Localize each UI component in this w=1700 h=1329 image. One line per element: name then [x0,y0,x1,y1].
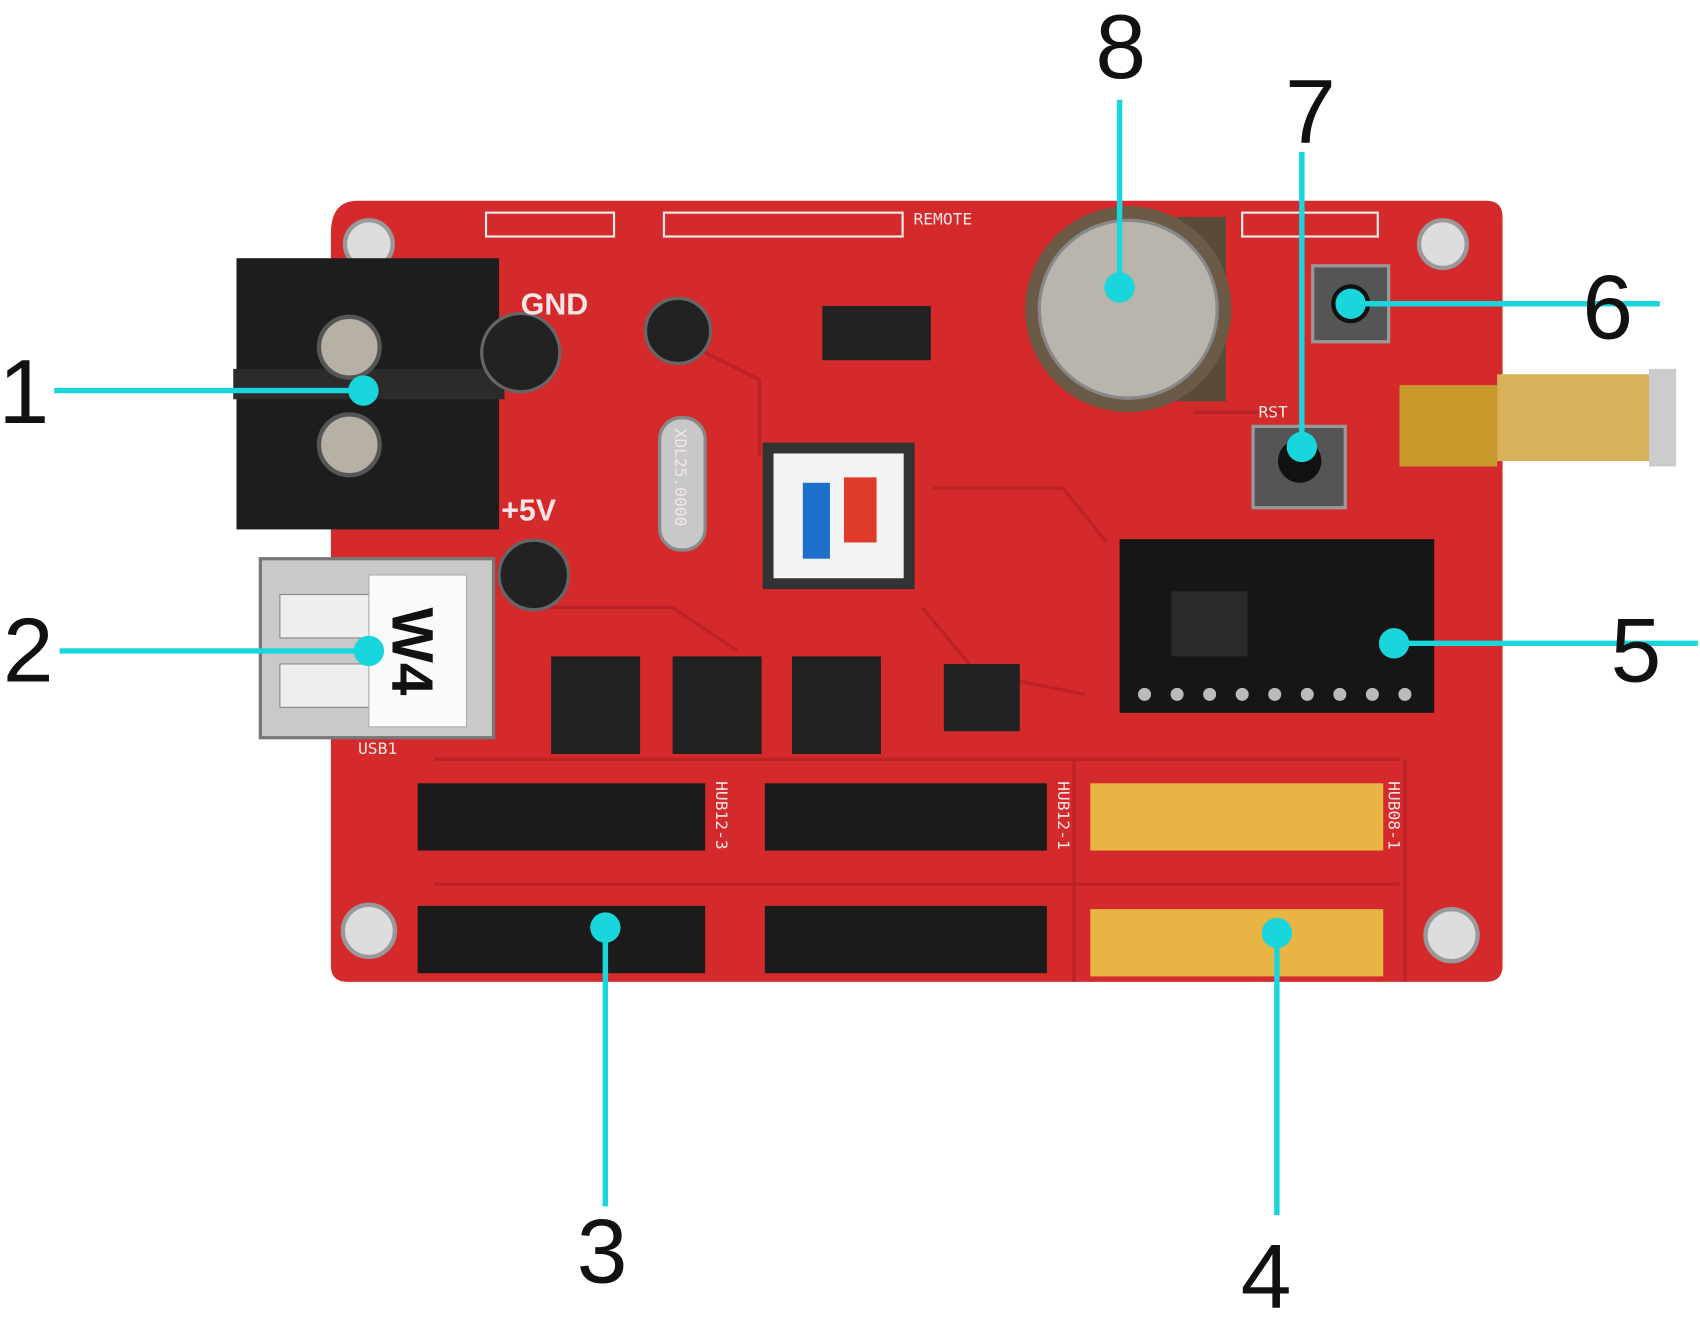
hub08-1-label: HUB08-1 [1385,781,1404,850]
usb-sticker-label: W4 [380,608,445,696]
plus5v-label: +5V [501,495,557,528]
coin-battery-holder [1025,206,1232,413]
controller-board: W4 USB1 +5V GND REMOTE RST XDL25.0000 [233,200,1677,982]
hub12-3-label: HUB12-3 [712,781,731,850]
rst-label: RST [1258,403,1288,422]
callout-label-1: 1 [0,342,49,443]
callout-label-4: 4 [1241,1226,1292,1327]
remote-label: REMOTE [913,210,972,229]
capacitor [480,296,713,612]
mounting-hole [340,218,1480,964]
crystal [657,416,707,552]
callout-label-5: 5 [1611,600,1662,701]
hub08-headers [1090,783,1384,977]
callout-label-2: 2 [3,600,54,701]
callout-1 [54,375,379,406]
usb-silkscreen: USB1 [358,739,397,758]
gnd-label: GND [521,289,588,322]
callout-label-6: 6 [1582,257,1633,358]
callout-4 [1261,917,1293,1216]
callout-2 [59,635,385,667]
crystal-label: XDL25.0000 [671,429,690,527]
mcu-chip [762,442,915,590]
callout-8 [1104,99,1135,303]
top-pin-headers [484,211,1379,238]
callout-7 [1286,151,1318,463]
antenna-connector [1399,368,1677,467]
callout-5 [1378,628,1698,659]
hub12-1-label: HUB12-1 [1054,781,1073,850]
callout-label-7: 7 [1285,62,1336,163]
callout-6 [1335,288,1660,319]
callout-label-3: 3 [577,1201,628,1302]
hub12-headers [417,783,1047,974]
driver-chips [551,305,1020,755]
callout-3 [590,912,621,1207]
wireless-module-board [1119,539,1435,713]
callout-label-8: 8 [1095,0,1146,98]
